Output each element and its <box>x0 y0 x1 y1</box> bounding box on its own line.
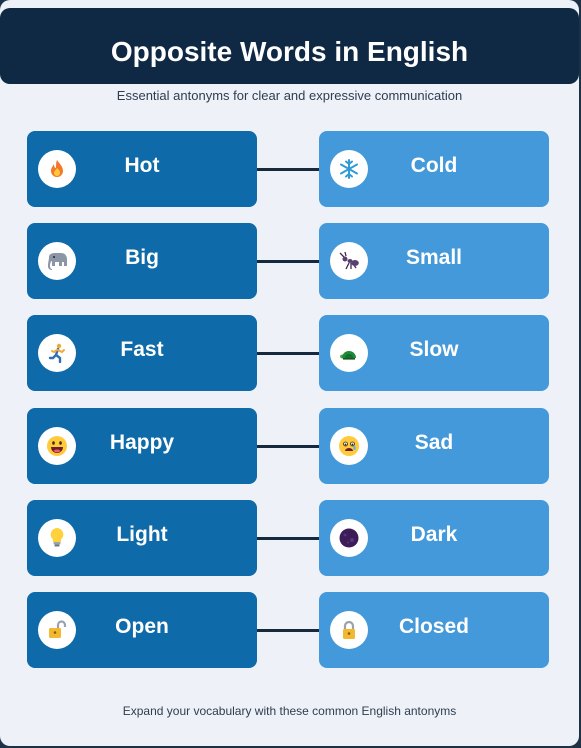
word-card-sad: Sad <box>319 408 549 484</box>
word-card-small: Small <box>319 223 549 299</box>
antonym-pair: Light Dark <box>27 500 549 576</box>
word-card-happy: Happy <box>27 408 257 484</box>
runner-icon <box>38 334 76 372</box>
fire-icon <box>38 150 76 188</box>
word-card-slow: Slow <box>319 315 549 391</box>
word-card-hot: Hot <box>27 131 257 207</box>
snowflake-icon <box>330 150 368 188</box>
turtle-icon <box>330 334 368 372</box>
word-label: Light <box>116 523 168 546</box>
word-label: Fast <box>120 338 164 361</box>
ant-icon <box>330 242 368 280</box>
light-bulb-icon <box>38 519 76 557</box>
word-label: Sad <box>414 431 454 454</box>
unlocked-icon <box>38 611 76 649</box>
footer-text: Expand your vocabulary with these common… <box>122 704 457 718</box>
elephant-icon <box>38 242 76 280</box>
dark-circle-icon <box>330 519 368 557</box>
word-card-cold: Cold <box>319 131 549 207</box>
grinning-face-icon <box>38 427 76 465</box>
connector-line <box>257 537 319 540</box>
word-card-fast: Fast <box>27 315 257 391</box>
word-label: Closed <box>398 615 469 638</box>
locked-icon <box>330 611 368 649</box>
word-card-open: Open <box>27 592 257 668</box>
word-card-closed: Closed <box>319 592 549 668</box>
word-label: Small <box>405 246 463 269</box>
word-card-dark: Dark <box>319 500 549 576</box>
word-label: Hot <box>124 154 160 177</box>
header-banner: Opposite Words in English <box>0 8 579 84</box>
crying-face-icon <box>330 427 368 465</box>
antonym-pair: Fast Slow <box>27 315 549 391</box>
connector-line <box>257 445 319 448</box>
connector-line <box>257 352 319 355</box>
antonym-pair: Happy Sad <box>27 408 549 484</box>
connector-line <box>257 260 319 263</box>
word-label: Slow <box>409 338 459 361</box>
connector-line <box>257 168 319 171</box>
word-label: Cold <box>410 154 458 177</box>
word-card-big: Big <box>27 223 257 299</box>
word-label: Open <box>115 615 169 638</box>
word-card-light: Light <box>27 500 257 576</box>
connector-line <box>257 629 319 632</box>
word-label: Dark <box>410 523 458 546</box>
antonym-pair: Hot Cold <box>27 131 549 207</box>
antonym-pair: Big Small <box>27 223 549 299</box>
word-label: Happy <box>109 431 175 454</box>
page-title: Opposite Words in English <box>110 36 469 67</box>
word-label: Big <box>125 246 159 269</box>
antonym-pair: Open Closed <box>27 592 549 668</box>
page-subtitle: Essential antonyms for clear and express… <box>116 88 463 103</box>
